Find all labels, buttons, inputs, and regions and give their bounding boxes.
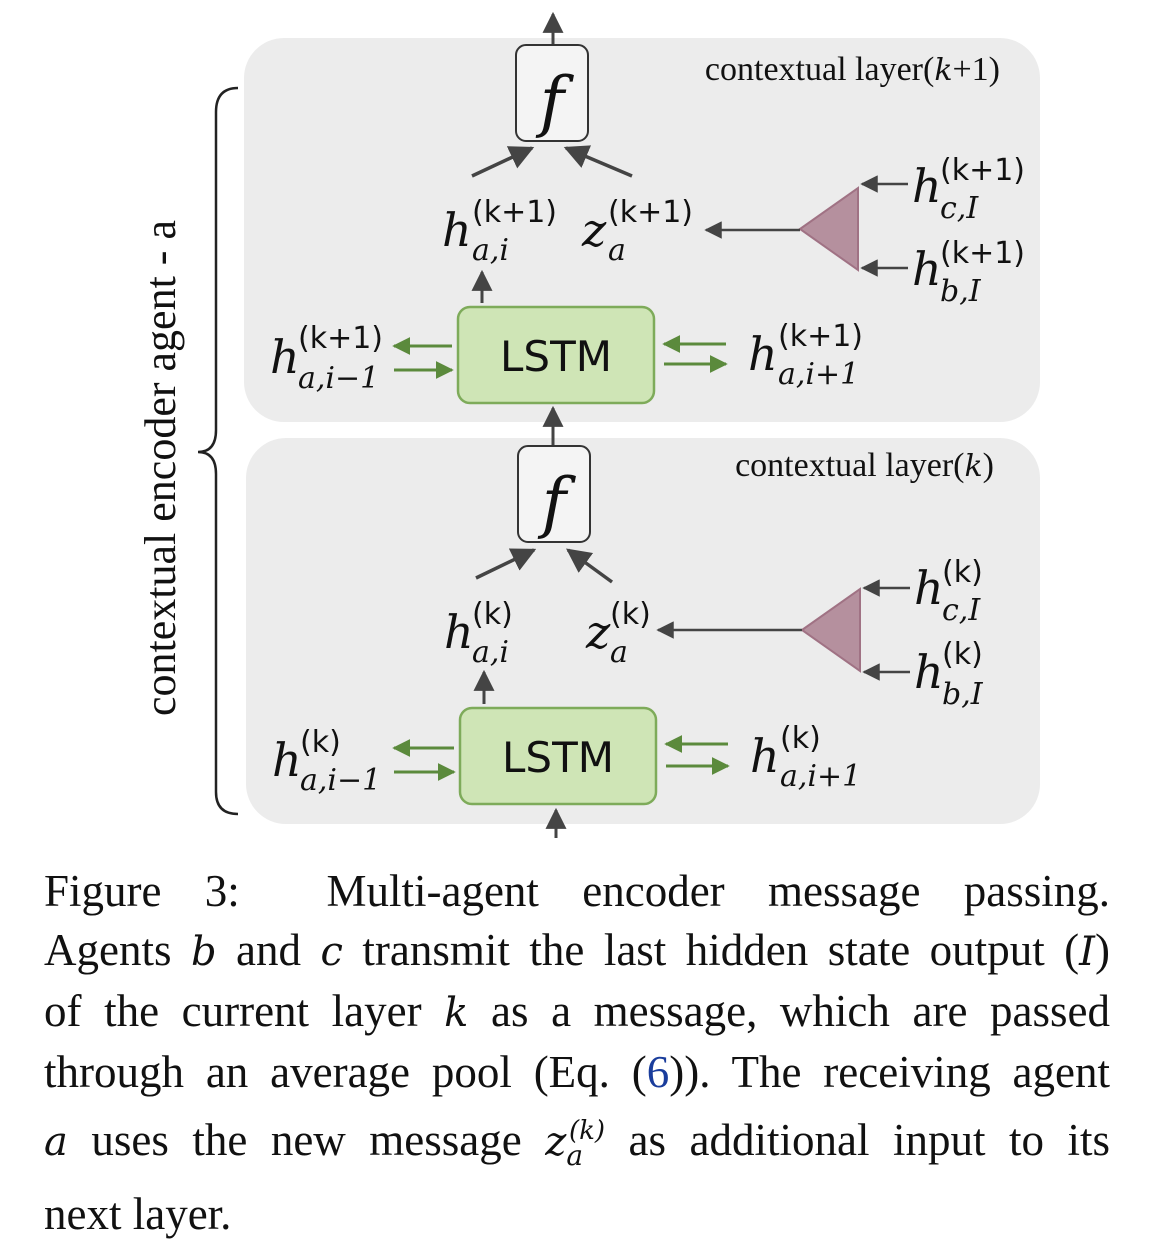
svg-text:z: z — [581, 203, 607, 257]
lower-h-cI-label: h (k) c,I — [914, 555, 983, 628]
svg-text:a,i: a,i — [472, 233, 509, 268]
svg-text:c,I: c,I — [940, 191, 979, 226]
lower-z-to-f-arrow — [566, 548, 614, 584]
svg-text:a: a — [610, 635, 628, 670]
upper-lstm-box — [456, 305, 656, 405]
svg-text:h: h — [444, 605, 474, 659]
svg-text:z: z — [585, 605, 611, 659]
upper-h-cI-label: h (k+1) c,I — [912, 153, 1025, 226]
svg-text:a: a — [608, 233, 626, 268]
upper-lstm-label: LSTM — [500, 332, 612, 381]
lower-h-prev-label: h (k) a,i−1 — [272, 725, 381, 798]
svg-text:a,i−1: a,i−1 — [298, 361, 379, 396]
caption-z-symbol: za(k) — [545, 1116, 606, 1172]
caption-line-3: of the current layer k as a message, whi… — [44, 986, 1110, 1036]
svg-text:b,I: b,I — [942, 677, 984, 712]
svg-text:a,i+1: a,i+1 — [778, 357, 859, 392]
lower-h-bI-label: h (k) b,I — [914, 637, 984, 712]
figure-caption: Figure 3: Multi-agent encoder message pa… — [44, 862, 1110, 1244]
lower-layer-title: contextual layer(k) — [735, 447, 994, 484]
lower-average-pool — [800, 587, 861, 673]
caption-line-4: through an average pool (Eq. (6)). The r… — [44, 1047, 1110, 1097]
svg-text:h: h — [270, 330, 300, 384]
lower-h-next-label: h (k) a,i+1 — [750, 721, 861, 794]
lower-lstm-box — [458, 706, 658, 806]
upper-layer-panel — [244, 38, 1040, 422]
message-passing-diagram: contextual encoder agent - a contextual … — [136, 11, 1040, 838]
lower-h-ai-label: h (k) a,i — [444, 597, 513, 670]
svg-text:(k): (k) — [610, 597, 651, 632]
lower-lstm-label: LSTM — [502, 733, 614, 782]
svg-text:(k+1): (k+1) — [472, 195, 557, 230]
svg-text:(k): (k) — [780, 721, 821, 756]
svg-text:(k+1): (k+1) — [298, 321, 383, 356]
caption-line-5: a uses the new message za(k) as addition… — [44, 1102, 1110, 1185]
equation-reference-link[interactable]: 6 — [646, 1047, 670, 1097]
upper-average-pool — [798, 186, 859, 272]
svg-text:h: h — [912, 242, 942, 296]
upper-z-a-label: z (k+1) a — [581, 195, 693, 268]
upper-z-to-f-arrow — [563, 145, 633, 178]
caption-line-2: Agents b and c transmit the last hidden … — [44, 925, 1110, 975]
svg-text:a,i−1: a,i−1 — [300, 763, 381, 798]
upper-h-to-f-arrow — [471, 146, 535, 178]
upper-h-next-label: h (k+1) a,i+1 — [748, 319, 863, 392]
svg-text:(k+1): (k+1) — [940, 153, 1025, 188]
svg-text:(k): (k) — [942, 555, 983, 590]
svg-text:h: h — [912, 159, 942, 213]
svg-text:h: h — [914, 561, 944, 615]
upper-h-prev-label: h (k+1) a,i−1 — [270, 321, 383, 396]
upper-h-ai-label: h (k+1) a,i — [442, 195, 557, 268]
upper-function-box — [515, 44, 589, 142]
svg-text:a,i: a,i — [472, 635, 509, 670]
agent-brace — [197, 86, 239, 816]
svg-text:(k): (k) — [300, 725, 341, 760]
svg-text:(k+1): (k+1) — [778, 319, 863, 354]
caption-line-6: next layer. — [44, 1189, 232, 1239]
lower-h-to-f-arrow — [475, 548, 537, 580]
svg-text:h: h — [272, 733, 302, 787]
brace-label: contextual encoder agent - a — [136, 220, 185, 716]
svg-text:c,I: c,I — [942, 593, 981, 628]
lower-function-box — [517, 445, 591, 543]
lower-layer-panel — [246, 438, 1040, 824]
svg-text:(k): (k) — [942, 637, 983, 672]
svg-text:b,I: b,I — [940, 274, 982, 309]
svg-text:h: h — [750, 729, 780, 783]
caption-line-1: Figure 3: Multi-agent encoder message pa… — [44, 866, 1111, 916]
svg-text:(k): (k) — [472, 597, 513, 632]
svg-text:h: h — [442, 203, 472, 257]
upper-h-bI-label: h (k+1) b,I — [912, 236, 1025, 309]
lower-z-a-label: z (k) a — [585, 597, 651, 670]
svg-text:h: h — [914, 645, 944, 699]
svg-text:(k+1): (k+1) — [608, 195, 693, 230]
svg-text:(k+1): (k+1) — [940, 236, 1025, 271]
svg-text:h: h — [748, 327, 778, 381]
svg-text:a,i+1: a,i+1 — [780, 759, 861, 794]
upper-layer-title: contextual layer(k+1) — [705, 51, 1000, 88]
